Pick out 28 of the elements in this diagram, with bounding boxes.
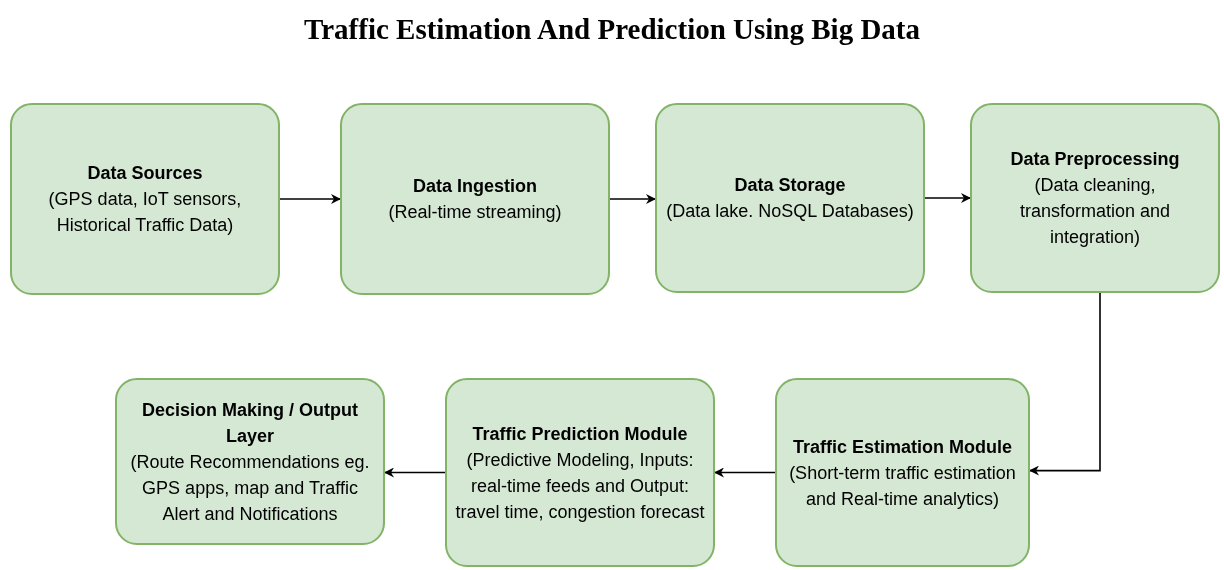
box-heading: Traffic Estimation Module <box>793 435 1012 459</box>
diagram-title: Traffic Estimation And Prediction Using Big Data <box>304 12 920 47</box>
process-box <box>340 103 610 295</box>
box-heading: Data Storage <box>734 174 846 197</box>
arrow <box>714 467 776 478</box>
process-box <box>775 378 1030 567</box>
process-box <box>970 103 1220 293</box>
box-description: (Data lake. NoSQL Databases) <box>666 200 914 223</box>
box-description: (Predictive Modeling, Inputs: real-time feeds and Output: travel time, congestion forecast <box>455 448 705 524</box>
box-heading: Traffic Prediction Module <box>472 422 688 446</box>
box-description: (Route Recommendations eg. GPS apps, map and Traffic Alert and Notifications <box>129 450 371 526</box>
box-description: (Data cleaning, transformation and integration) <box>1018 174 1172 249</box>
box-description: (Short-term traffic estimation and Real-time analytics) <box>788 461 1017 511</box>
process-box <box>115 378 385 545</box>
process-box <box>10 103 280 295</box>
arrow <box>1029 292 1101 476</box>
box-heading: Data Preprocessing <box>1010 148 1180 171</box>
box-description: (GPS data, IoT sensors, Historical Traffic Data) <box>47 188 243 237</box>
process-box <box>445 378 715 567</box>
box-heading: Decision Making / Output Layer <box>141 398 359 448</box>
arrow <box>924 193 971 203</box>
box-heading: Data Sources <box>87 162 203 185</box>
arrow <box>279 194 341 204</box>
arrow <box>609 194 656 204</box>
box-heading: Data Ingestion <box>413 175 537 198</box>
process-box <box>655 103 925 293</box>
box-description: (Real-time streaming) <box>388 201 562 224</box>
arrow <box>384 467 446 478</box>
